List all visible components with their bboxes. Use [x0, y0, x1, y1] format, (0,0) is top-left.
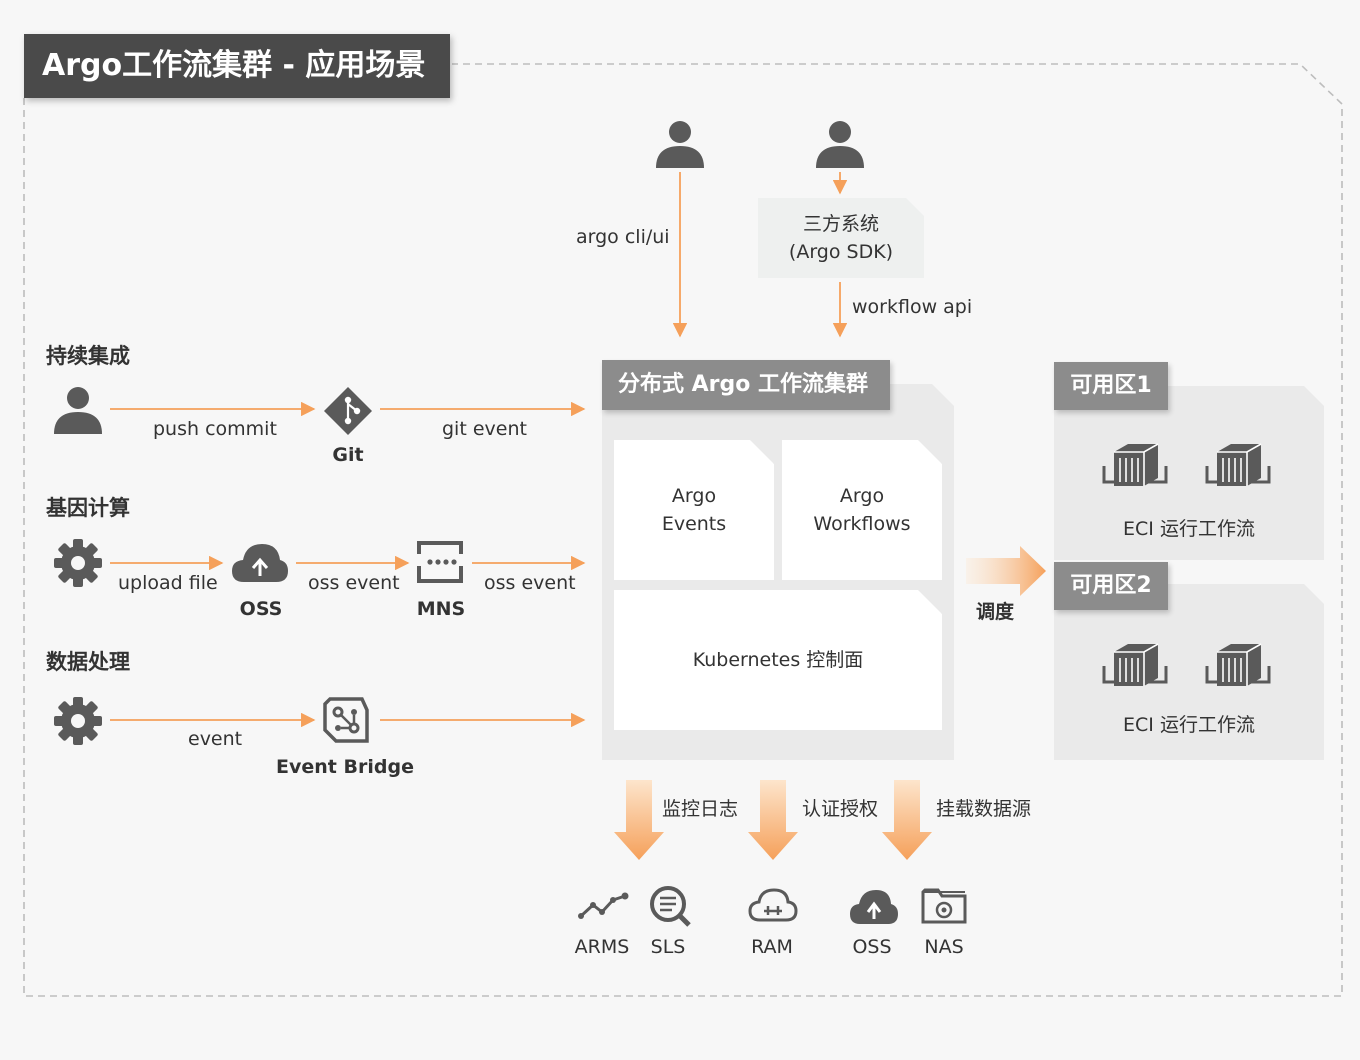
api-label: workflow api — [852, 296, 973, 318]
container-icon — [1205, 443, 1271, 486]
user-icon — [54, 387, 102, 434]
zone-2-title: 可用区2 — [1054, 562, 1168, 610]
upload-file-label: upload file — [118, 572, 218, 594]
event-bridge-icon — [323, 697, 369, 743]
gene-title: 基因计算 — [46, 496, 130, 520]
container-icon — [1102, 643, 1168, 686]
sls-icon — [650, 886, 691, 927]
monitor-label: 监控日志 — [662, 798, 739, 820]
user-icon — [816, 121, 864, 168]
mns-icon — [417, 541, 463, 583]
schedule-big-arrow — [966, 546, 1046, 596]
sdk-box: 三方系统 (Argo SDK) — [758, 198, 924, 278]
arms-label: ARMS — [574, 936, 630, 958]
mount-label: 挂载数据源 — [936, 798, 1032, 820]
mns-label: MNS — [416, 598, 466, 620]
mns-event-label: oss event — [484, 572, 576, 594]
git-event-label: git event — [442, 418, 527, 440]
container-icon — [1102, 443, 1168, 486]
gear-icon — [54, 697, 102, 745]
zone-2-label: ECI 运行工作流 — [1123, 714, 1255, 736]
git-icon — [324, 387, 372, 435]
argo-workflows-label: Argo Workflows — [813, 485, 911, 535]
gear-icon — [54, 539, 102, 587]
auth-big-arrow — [748, 780, 798, 860]
event-label: event — [188, 728, 243, 750]
schedule-label: 调度 — [976, 601, 1015, 623]
user-icon — [656, 121, 704, 168]
zone-2-panel — [1054, 584, 1324, 760]
cloud-upload-icon — [850, 890, 898, 924]
k8s-card: Kubernetes 控制面 — [614, 590, 942, 730]
mount-big-arrow — [882, 780, 932, 860]
k8s-label: Kubernetes 控制面 — [692, 649, 864, 671]
ram-icon — [748, 888, 798, 922]
push-commit-label: push commit — [153, 418, 277, 440]
event-bridge-label: Event Bridge — [276, 756, 414, 778]
zone-1-label: ECI 运行工作流 — [1123, 518, 1255, 540]
page-title: Argo工作流集群 - 应用场景 — [24, 34, 450, 98]
oss-event-label: oss event — [308, 572, 400, 594]
cli-label: argo cli/ui — [576, 226, 670, 248]
arms-icon — [578, 892, 629, 919]
nas-label: NAS — [924, 936, 964, 958]
argo-events-card: Argo Events — [614, 440, 774, 580]
ram-label: RAM — [751, 936, 793, 958]
cloud-upload-icon — [232, 544, 288, 582]
ci-title: 持续集成 — [46, 344, 130, 368]
zone-1-panel — [1054, 386, 1324, 560]
sls-label: SLS — [650, 936, 686, 958]
auth-label: 认证授权 — [802, 798, 879, 820]
sdk-box-label: 三方系统 (Argo SDK) — [788, 213, 894, 263]
nas-icon — [921, 888, 967, 924]
oss-output-label: OSS — [852, 936, 892, 958]
cluster-title: 分布式 Argo 工作流集群 — [602, 360, 890, 410]
argo-workflows-card: Argo Workflows — [782, 440, 942, 580]
data-title: 数据处理 — [46, 650, 130, 674]
zone-1-title: 可用区1 — [1054, 362, 1168, 410]
argo-events-label: Argo Events — [661, 485, 727, 535]
oss-label: OSS — [239, 598, 283, 620]
monitor-big-arrow — [614, 780, 664, 860]
git-label: Git — [332, 444, 364, 466]
container-icon — [1205, 643, 1271, 686]
